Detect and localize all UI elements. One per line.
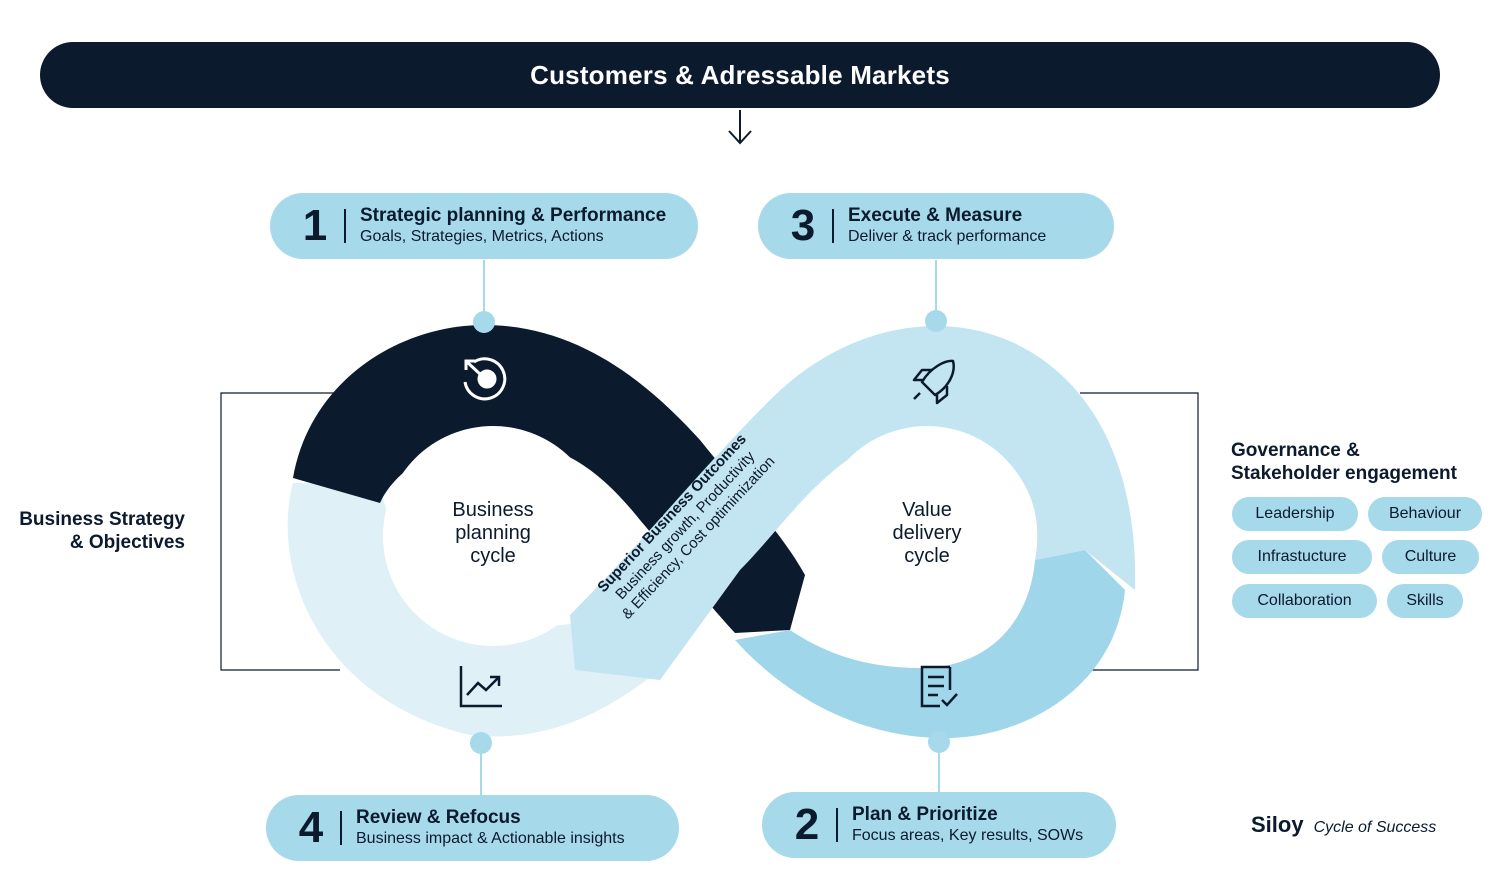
chip-collaboration: Collaboration — [1232, 584, 1377, 618]
step-subtitle: Goals, Strategies, Metrics, Actions — [360, 228, 604, 245]
chip-culture: Culture — [1382, 540, 1479, 574]
step-divider — [836, 808, 838, 842]
step-divider — [344, 209, 346, 243]
side-brackets — [220, 392, 1199, 671]
label-line: & Objectives — [69, 532, 185, 553]
trend-chart-icon — [459, 666, 502, 708]
chip-leadership: Leadership — [1232, 497, 1358, 531]
chip-label: Behaviour — [1388, 505, 1462, 522]
step-number: 3 — [790, 201, 816, 250]
chip-label: Collaboration — [1257, 592, 1352, 609]
brand-tagline: Cycle of Success — [1313, 819, 1437, 836]
step-4-pill: 4 Review & Refocus Business impact & Act… — [266, 795, 679, 861]
step-subtitle: Focus areas, Key results, SOWs — [852, 827, 1084, 844]
business-strategy-label: Business Strategy & Objectives — [14, 508, 185, 554]
cycle-label-line: delivery — [892, 522, 962, 544]
step-title: Plan & Prioritize — [852, 804, 998, 825]
step-3-pill: 3 Execute & Measure Deliver & track perf… — [758, 193, 1114, 259]
label-line: Business Strategy — [19, 509, 185, 530]
arrow-down-icon — [728, 110, 752, 145]
brand-signature: Siloy Cycle of Success — [1251, 812, 1436, 838]
cycle-label-line: Business — [452, 499, 534, 521]
step-title: Review & Refocus — [356, 807, 521, 828]
chip-infrastucture: Infrastucture — [1232, 540, 1372, 574]
chip-label: Culture — [1404, 548, 1457, 565]
step-number: 4 — [298, 803, 324, 852]
chip-label: Leadership — [1255, 505, 1335, 522]
step-number: 1 — [302, 201, 328, 250]
step-subtitle: Deliver & track performance — [848, 228, 1047, 245]
connector-dots — [470, 310, 950, 754]
business-planning-cycle-label: Business planning cycle — [433, 499, 553, 568]
right-loop-light — [570, 326, 1136, 680]
right-loop-mid — [735, 550, 1125, 739]
step-divider — [340, 811, 342, 845]
chip-label: Skills — [1406, 592, 1444, 609]
step-1-pill: 1 Strategic planning & Performance Goals… — [270, 193, 698, 259]
step-subtitle: Business impact & Actionable insights — [356, 830, 625, 847]
cycle-label-line: planning — [455, 522, 531, 544]
label-line: Governance & — [1231, 440, 1360, 461]
banner-title: Customers & Adressable Markets — [530, 59, 950, 90]
markets-banner: Customers & Adressable Markets — [40, 42, 1440, 108]
step-title: Execute & Measure — [848, 205, 1023, 226]
target-arrow-icon — [463, 357, 507, 401]
chip-skills: Skills — [1387, 584, 1463, 618]
cycle-label-line: Value — [902, 499, 952, 521]
left-cycle-hub — [383, 426, 603, 646]
step-divider — [832, 209, 834, 243]
cycle-label-line: cycle — [470, 545, 516, 567]
rocket-icon — [912, 359, 955, 405]
cycle-label-line: cycle — [904, 545, 950, 567]
value-delivery-cycle-label: Value delivery cycle — [867, 499, 987, 568]
right-cycle-hub — [817, 426, 1037, 646]
step-2-pill: 2 Plan & Prioritize Focus areas, Key res… — [762, 792, 1116, 858]
checklist-icon — [920, 665, 958, 708]
step-number: 2 — [794, 800, 820, 849]
governance-title: Governance & Stakeholder engagement — [1231, 439, 1457, 485]
step-title: Strategic planning & Performance — [360, 205, 667, 226]
label-line: Stakeholder engagement — [1231, 463, 1457, 484]
brand-name: Siloy — [1251, 812, 1304, 837]
chip-behaviour: Behaviour — [1368, 497, 1482, 531]
chip-label: Infrastucture — [1257, 548, 1347, 565]
